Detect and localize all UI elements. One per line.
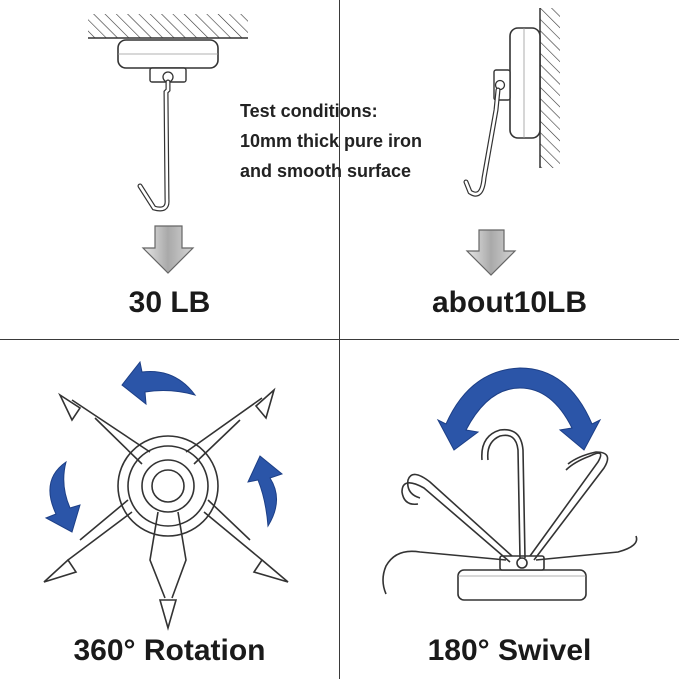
rotation-caption: 360° Rotation [73,634,266,667]
ceiling-capacity-caption: 30 LB [128,286,211,319]
rotation-arrow-icon [44,360,284,533]
test-conditions-line-1: Test conditions: [240,101,378,121]
ceiling-magnet-hook-icon [88,14,248,212]
wall-capacity-caption: about10LB [431,286,587,319]
swivel-hooks-icon [382,428,638,601]
swivel-caption: 180° Swivel [427,634,592,667]
down-arrow-icon [141,225,195,274]
wall-magnet-hook-icon [463,8,560,197]
test-conditions-line-3: and smooth surface [240,161,412,181]
down-arrow-icon [465,229,517,276]
rotation-hooks-icon [43,387,289,631]
swivel-arrow-icon [436,367,602,451]
test-conditions-line-2: 10mm thick pure iron [240,131,423,151]
test-conditions-text: Test conditions: 10mm thick pure iron an… [240,96,422,186]
horizontal-divider [0,339,679,340]
